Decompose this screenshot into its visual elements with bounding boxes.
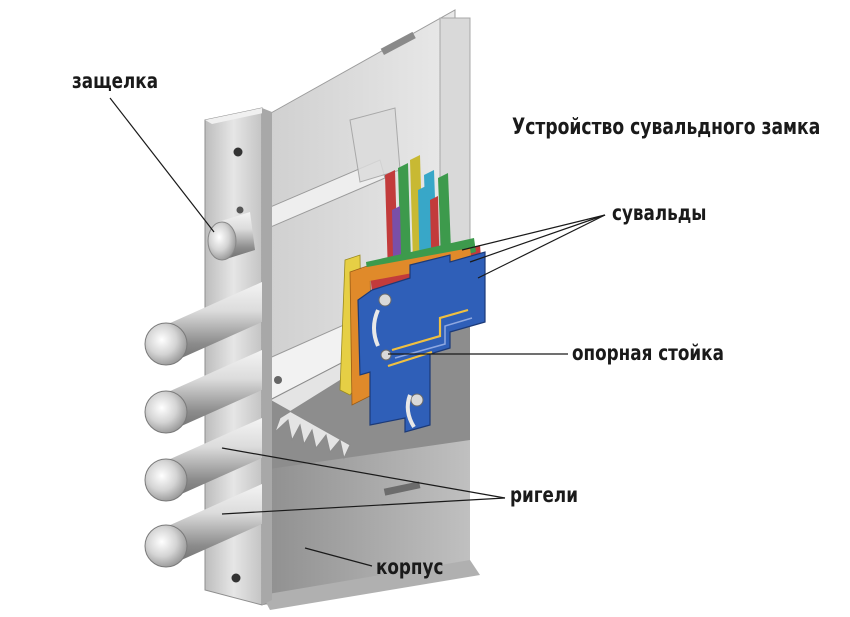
support-post-plate [357, 251, 486, 433]
diagram-title: Устройство сувальдного замка [512, 114, 820, 140]
label-latch: защелка [72, 69, 158, 93]
leader-lines [109, 97, 606, 567]
bolt-1 [144, 282, 262, 366]
latch-rod [239, 107, 401, 239]
latch [207, 212, 255, 261]
bolt-3 [144, 418, 262, 502]
levers-leader-3 [477, 214, 606, 279]
body-leader [304, 547, 373, 567]
label-bolts: ригели [510, 483, 578, 507]
bolts [144, 282, 262, 568]
levers-leader-2 [469, 214, 606, 263]
label-body: корпус [376, 555, 443, 579]
label-levers: сувальды [612, 201, 706, 225]
levers-leader-1 [461, 214, 606, 251]
bolt-4 [144, 484, 262, 568]
bolts-leader-2 [221, 497, 506, 515]
bolts-leader-1 [221, 447, 506, 499]
bolt-2 [144, 350, 262, 434]
label-support-post: опорная стойка [572, 341, 724, 365]
latch-leader [109, 97, 215, 233]
